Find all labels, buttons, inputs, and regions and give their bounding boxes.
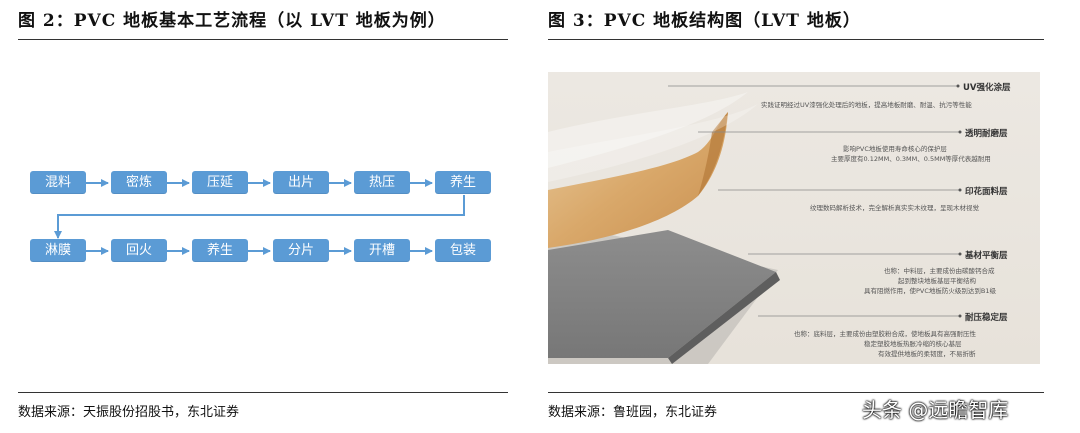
flow-step-tempering: 回火 [111, 239, 167, 262]
figure-3-source: 数据来源：鲁班园，东北证券 [548, 405, 718, 420]
flow-return-connector [54, 195, 465, 239]
figure-3-panel: 图 3：PVC 地板结构图（LVT 地板） [548, 0, 1044, 433]
floor-layer-illustration [548, 84, 962, 364]
layer-label-print-layer: 印花面料层 [965, 187, 1008, 197]
figure-2-panel: 图 2：PVC 地板基本工艺流程（以 LVT 地板为例） 混料 密炼 压延 出片… [18, 0, 508, 433]
layer-label-stable-layer: 耐压稳定层 [965, 313, 1008, 323]
layer-label-wear-layer: 透明耐磨层 [965, 129, 1008, 139]
flow-step-banbury: 密炼 [111, 171, 167, 194]
figure-2-title: 图 2：PVC 地板基本工艺流程（以 LVT 地板为例） [18, 11, 446, 31]
figure-3-bottom-rule [548, 392, 1044, 393]
flow-step-sheeting: 出片 [273, 171, 329, 194]
watermark: 头条 @远瞻智库 [862, 398, 1009, 422]
flow-step-curing-2: 养生 [192, 239, 248, 262]
flow-connectors [54, 179, 465, 255]
layer-desc-stable-layer-1: 也称：底料层，主要成份由塑胶粉合成，使地板具有高强耐压性 [794, 330, 976, 338]
flow-step-slitting: 分片 [273, 239, 329, 262]
figure-2-source: 数据来源：天振股份招股书，东北证券 [18, 405, 240, 420]
flow-step-hot-pressing: 热压 [354, 171, 410, 194]
figure-2-top-rule [18, 39, 508, 40]
floor-layer-structure-image: UV强化涂层 实践证明经过UV漆强化处理后的地板，提高地板耐磨、耐温、抗污等性能… [548, 72, 1040, 364]
layer-desc-wear-layer-2: 主要厚度有0.12MM、0.3MM、0.5MM等厚代表越耐用 [831, 155, 991, 163]
flow-step-packaging: 包装 [435, 239, 491, 262]
layer-desc-stable-layer-2: 稳定塑胶地板热胀冷缩的核心基层 [864, 340, 962, 348]
figure-3-title: 图 3：PVC 地板结构图（LVT 地板） [548, 11, 861, 31]
flow-step-coating: 淋膜 [30, 239, 86, 262]
layer-desc-print-layer: 纹理数码解析技术，完全解析真实实木纹理，呈现木材视觉 [810, 204, 979, 212]
layer-desc-uv-coating: 实践证明经过UV漆强化处理后的地板，提高地板耐磨、耐温、抗污等性能 [761, 101, 972, 109]
flow-step-grooving: 开槽 [354, 239, 410, 262]
flow-step-calendering: 压延 [192, 171, 248, 194]
layer-desc-stable-layer-3: 有效提供地板的柔韧度，不易折断 [878, 350, 976, 358]
layer-desc-base-layer-2: 起到整块地板基层平衡结构 [898, 277, 976, 285]
layer-desc-base-layer-1: 也称：中料层，主要成份由碳酸钙合成 [884, 267, 995, 275]
figure-3-top-rule [548, 39, 1044, 40]
figure-2-bottom-rule [18, 392, 508, 393]
layer-label-uv-coating: UV强化涂层 [963, 83, 1011, 93]
layer-desc-wear-layer-1: 影响PVC地板使用寿命核心的保护层 [843, 145, 947, 153]
layer-label-base-layer: 基材平衡层 [965, 251, 1008, 261]
flow-step-mixing: 混料 [30, 171, 86, 194]
layer-desc-base-layer-3: 具有阻燃作用，使PVC地板防火级别达到B1级 [864, 287, 996, 295]
flow-step-curing-1: 养生 [435, 171, 491, 194]
